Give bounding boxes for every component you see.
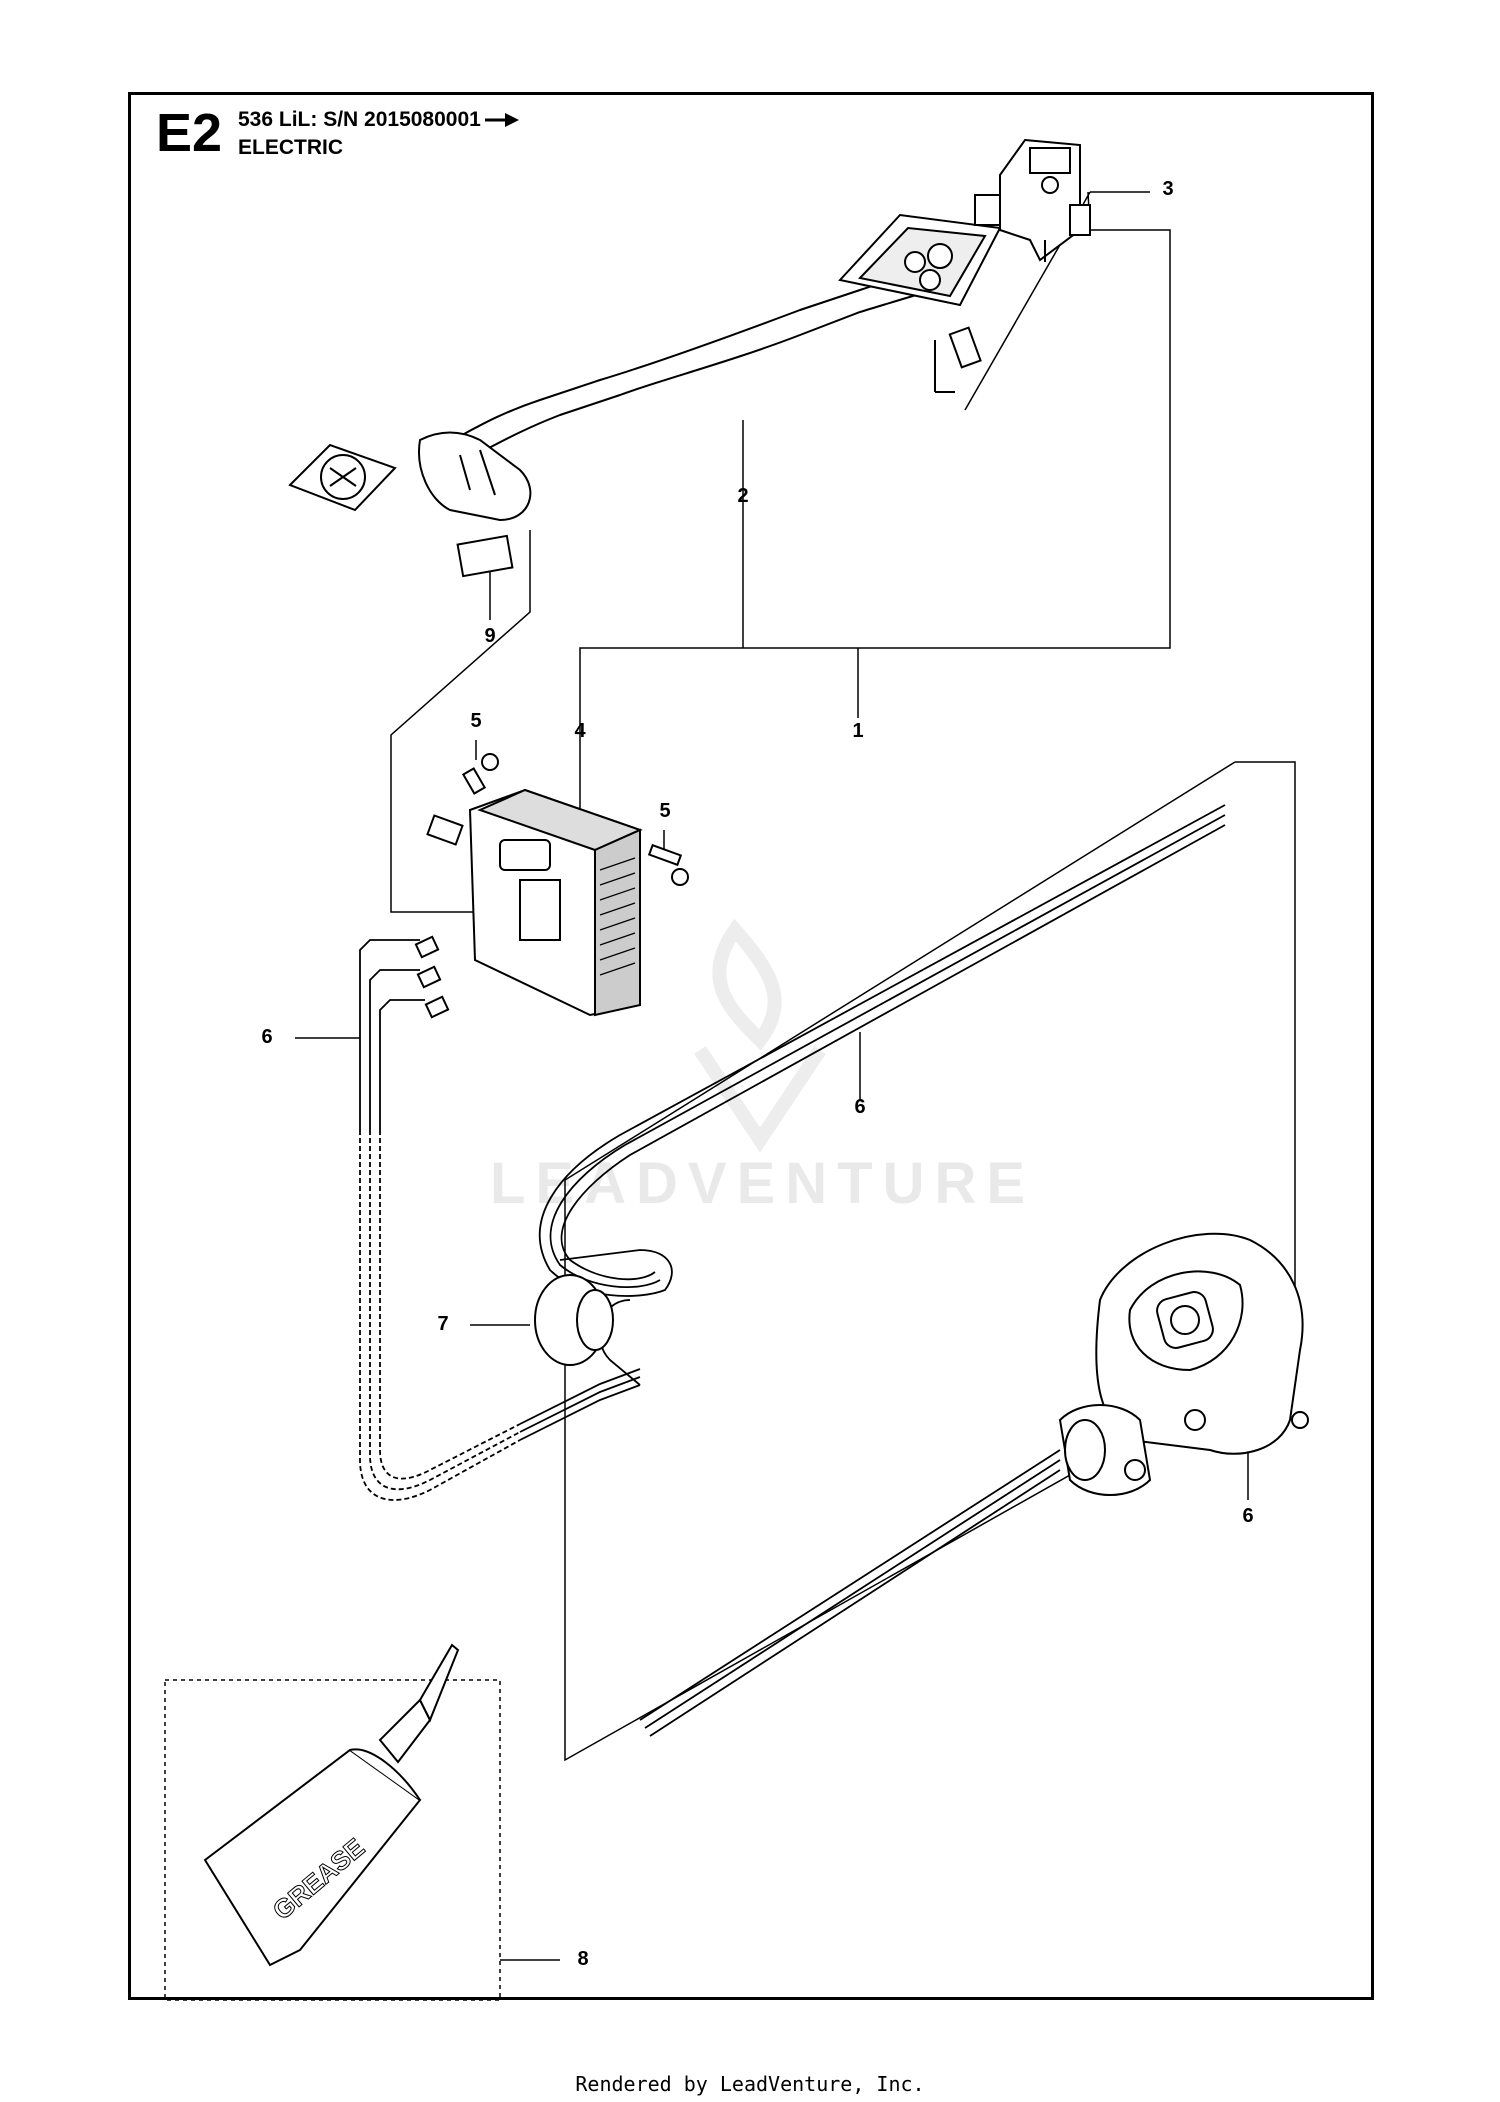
callout-6-right: 6 — [1242, 1505, 1254, 1527]
callout-6-center: 6 — [854, 1096, 866, 1118]
section-title: ELECTRIC — [238, 136, 343, 159]
switch-assembly — [974, 138, 1091, 262]
footer-credit: Rendered by LeadVenture, Inc. — [575, 2072, 925, 2096]
screw-right — [647, 843, 689, 886]
callout-3: 3 — [1162, 178, 1174, 200]
wire-loop — [538, 804, 1226, 1737]
callout-5-left: 5 — [470, 710, 482, 732]
display-unit — [838, 213, 1002, 393]
screw-left — [461, 753, 499, 795]
control-module — [426, 788, 643, 1017]
diagram-frame — [128, 92, 1374, 2000]
arrow-right-icon — [484, 113, 519, 128]
wire-harness-2 — [418, 270, 963, 578]
callout-1: 1 — [852, 720, 864, 742]
watermark-text: LEADVENTURE — [490, 1151, 1036, 1216]
callout-4: 4 — [574, 720, 586, 742]
callout-6-left: 6 — [261, 1026, 273, 1048]
diagram-code: E2 — [156, 103, 223, 163]
wire-left — [359, 939, 641, 1501]
callout-2: 2 — [737, 485, 749, 507]
wire-connectors — [414, 935, 450, 1019]
motor-head — [1058, 1232, 1309, 1496]
fan-part — [288, 443, 397, 512]
callout-7: 7 — [437, 1313, 449, 1335]
model-line: 536 LiL: S/N 2015080001 — [238, 108, 519, 132]
grease-tube: GREASE — [203, 1643, 460, 1967]
callout-9: 9 — [484, 625, 496, 647]
ferrite-core — [534, 1274, 614, 1366]
callout-8: 8 — [577, 1948, 589, 1970]
callout-5-right: 5 — [659, 800, 671, 822]
